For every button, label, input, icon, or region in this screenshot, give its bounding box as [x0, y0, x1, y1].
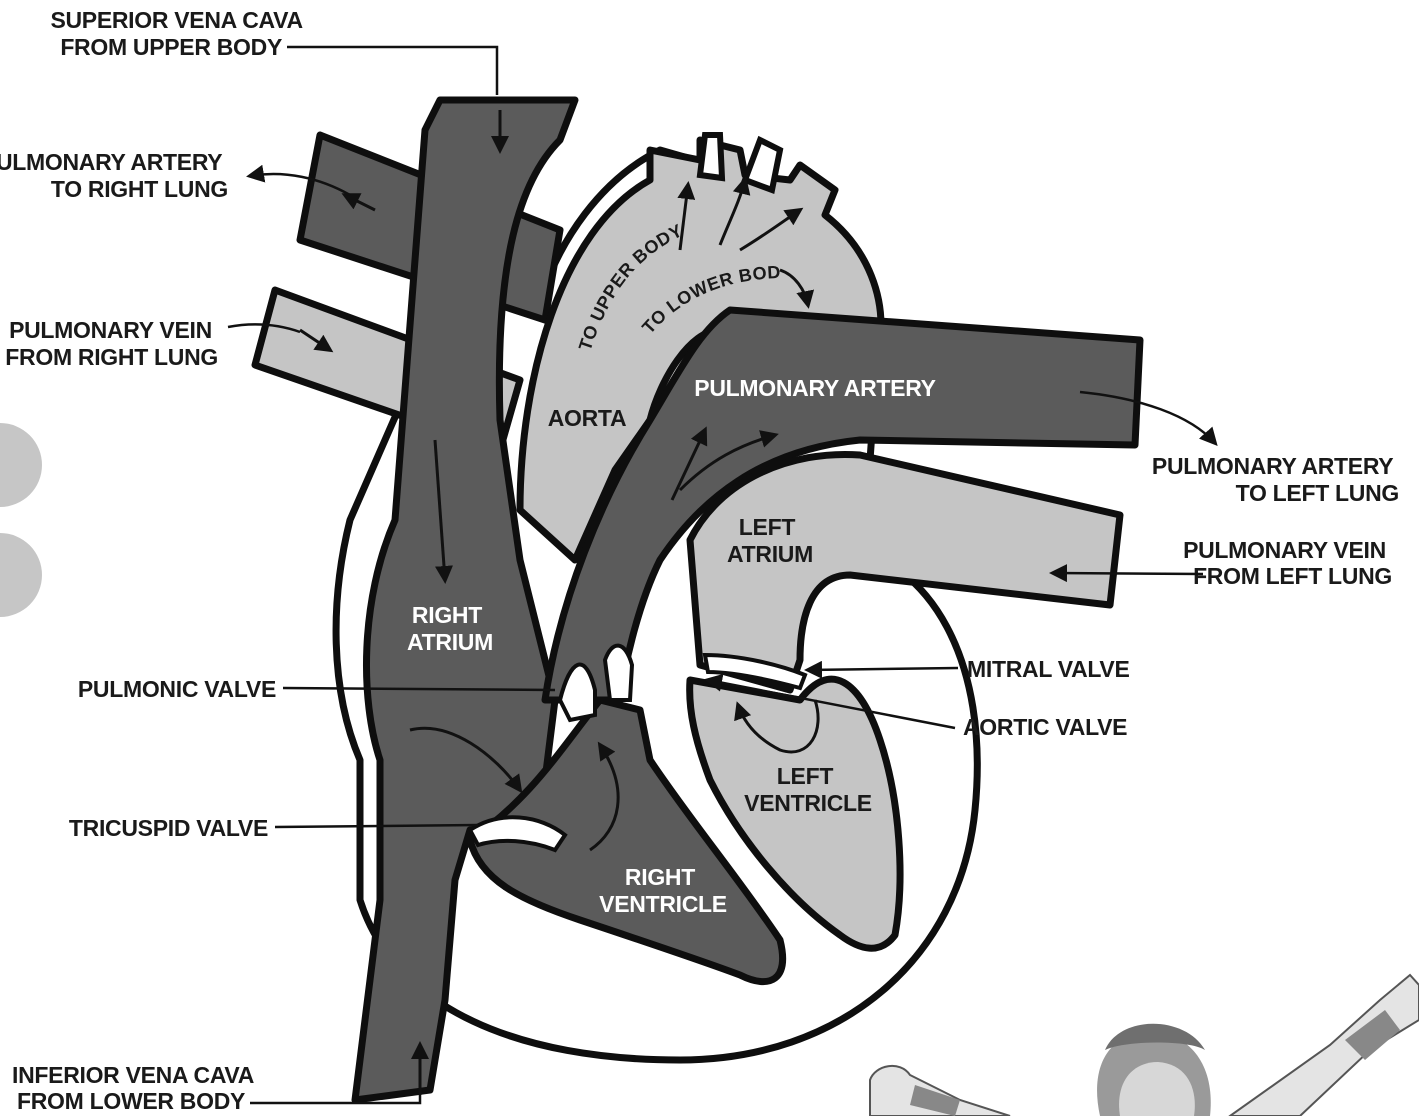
- svg-text:SUPERIOR VENA CAVA FROM: SUPERIOR VENA CAVA FROM UPPER BODY: [50, 7, 308, 60]
- right-atrium-label: RIGHT ATRIUM: [407, 602, 493, 655]
- svg-text:AORTIC VALVE: AORTIC VALVE: [963, 714, 1127, 740]
- aorta-label: AORTA: [548, 405, 627, 431]
- page-tab-top: [0, 423, 42, 507]
- svg-text:TRICUSPID VALVE: TRICUSPID VALVE: [69, 815, 268, 841]
- svg-text:PULMONIC VALVE: PULMONIC VALVE: [78, 676, 276, 702]
- svg-text:PULMONARY VEIN FROM RIGH: PULMONARY VEIN FROM RIGHT LUNG: [5, 317, 218, 370]
- superior-vena-cava-callout: SUPERIOR VENA CAVA FROM UPPER BODY: [50, 7, 497, 95]
- boy-photo: [870, 975, 1419, 1116]
- svg-text:MITRAL VALVE: MITRAL VALVE: [967, 656, 1130, 682]
- page-tab-bottom: [0, 533, 42, 617]
- svg-text:PULMONARY VEIN FROM LEFT: PULMONARY VEIN FROM LEFT LUNG: [1183, 537, 1392, 589]
- svg-text:PULMONARY ARTERY TO LEFT: PULMONARY ARTERY TO LEFT LUNG: [1152, 453, 1399, 506]
- left-atrium-label: LEFT ATRIUM: [727, 514, 813, 567]
- svg-text:PULMONARY ARTERY TO RIGH: PULMONARY ARTERY TO RIGHT LUNG: [0, 149, 228, 202]
- svg-text:INFERIOR VENA CAVA FROM: INFERIOR VENA CAVA FROM LOWER BODY: [12, 1062, 259, 1114]
- pulmonary-artery-right-callout: PULMONARY ARTERY TO RIGHT LUNG: [0, 149, 350, 202]
- pulmonary-artery-label: PULMONARY ARTERY: [694, 375, 935, 401]
